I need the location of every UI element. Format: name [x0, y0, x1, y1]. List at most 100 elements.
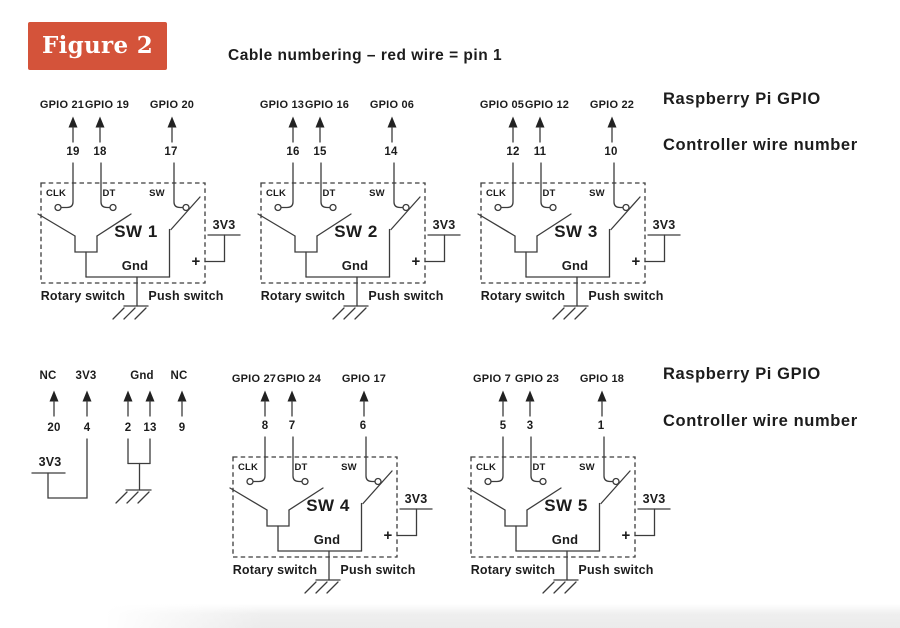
wire-number: 11	[534, 146, 547, 158]
circuit-lines	[477, 162, 681, 320]
wire-number: 13	[143, 422, 156, 434]
gpio-labels: GPIO 05 GPIO 12 GPIO 22	[480, 99, 634, 111]
up-arrow-icon	[260, 390, 270, 417]
up-arrow-icon	[387, 116, 397, 143]
aux-pin-group: NC 3V3 Gnd NC 20 4 2 13 9	[31, 370, 187, 504]
contact-circle	[539, 477, 547, 486]
gpio-labels: GPIO 13 GPIO 16 GPIO 06	[260, 99, 414, 111]
power-tap-label: 3V3	[643, 492, 666, 506]
up-arrow-icon	[359, 390, 369, 417]
block-labels: CLK DT SW SW 3 Gnd + 3V3 Rotary switch P…	[481, 188, 676, 303]
push-switch-label: Push switch	[368, 289, 443, 303]
wire-numbers: 8 7 6	[262, 420, 367, 432]
switch-lever	[37, 213, 76, 237]
switch-lever	[229, 487, 268, 511]
push-switch-label: Push switch	[588, 289, 663, 303]
plus-sign: +	[412, 253, 421, 270]
switch-name: SW 4	[306, 496, 350, 515]
switch-block: GPIO 27 GPIO 24 GPIO 17 8 7 6	[229, 373, 433, 594]
up-arrow-icon	[607, 116, 617, 143]
wire-number: 6	[360, 420, 367, 432]
switch-lever	[170, 196, 201, 231]
gpio-labels: GPIO 21 GPIO 19 GPIO 20	[40, 99, 194, 111]
switch-box-outline	[470, 456, 636, 558]
switch-lever	[257, 213, 296, 237]
contact-label: DT	[532, 462, 545, 473]
up-arrow-icon	[68, 116, 78, 143]
wire-number: 1	[598, 420, 605, 432]
up-arrow-icon	[177, 390, 187, 417]
gpio-label: GPIO 22	[590, 99, 634, 111]
gnd-label: Gnd	[314, 532, 341, 547]
gpio-label: GPIO 21	[40, 99, 84, 111]
wire-number: 12	[506, 146, 519, 158]
push-switch-label: Push switch	[148, 289, 223, 303]
block-labels: CLK DT SW SW 5 Gnd + 3V3 Rotary switch P…	[471, 462, 666, 577]
wire-number: 20	[47, 422, 60, 434]
gnd-label: Gnd	[122, 258, 149, 273]
wire-number: 7	[289, 420, 296, 432]
rotary-switch-label: Rotary switch	[41, 289, 126, 303]
contact-label: CLK	[476, 462, 496, 473]
power-tap-label: 3V3	[213, 218, 236, 232]
contact-label: DT	[322, 188, 335, 199]
wire-numbers: 20 4 2 13 9	[47, 422, 185, 434]
wire-numbers: 12 11 10	[506, 146, 617, 158]
gpio-label: GPIO 19	[85, 99, 129, 111]
switch-block: GPIO 7 GPIO 23 GPIO 18 5 3 1	[467, 373, 671, 594]
switch-block: GPIO 13 GPIO 16 GPIO 06 16 15 14	[257, 99, 461, 320]
up-arrow-icon	[535, 116, 545, 143]
pin-labels: NC 3V3 Gnd NC	[39, 370, 187, 382]
wire-number: 15	[313, 146, 327, 158]
switch-box-outline	[232, 456, 398, 558]
ground-icon	[552, 305, 589, 320]
wire-number: 5	[500, 420, 507, 432]
plus-sign: +	[192, 253, 201, 270]
contact-circle	[612, 477, 620, 486]
switch-lever	[610, 196, 641, 231]
up-arrow-icon	[525, 390, 535, 417]
rotary-switch-label: Rotary switch	[261, 289, 346, 303]
switch-name: SW 2	[334, 222, 378, 241]
ground-icon	[332, 305, 369, 320]
contact-circle	[246, 477, 254, 486]
switch-block: GPIO 05 GPIO 12 GPIO 22 12 11 10	[477, 99, 681, 320]
switch-lever	[467, 487, 506, 511]
gpio-label: GPIO 20	[150, 99, 194, 111]
legend-row1-wire: Controller wire number	[663, 136, 858, 154]
up-arrow-icon	[287, 390, 297, 417]
block-labels: CLK DT SW SW 2 Gnd + 3V3 Rotary switch P…	[261, 188, 456, 303]
up-arrow-icon	[145, 390, 155, 417]
gnd-label: Gnd	[562, 258, 589, 273]
circuit-lines	[257, 162, 461, 320]
contact-circle	[329, 203, 337, 212]
wire-number: 3	[527, 420, 534, 432]
wire-number: 2	[125, 422, 132, 434]
up-arrow-icon	[597, 390, 607, 417]
circuit-lines	[467, 436, 671, 594]
contact-circle	[182, 203, 190, 212]
wire-number: 4	[84, 422, 91, 434]
power-tap-label: 3V3	[653, 218, 676, 232]
switch-lever	[600, 470, 631, 505]
block-labels: CLK DT SW SW 1 Gnd + 3V3 Rotary switch P…	[41, 188, 236, 303]
gpio-label: GPIO 06	[370, 99, 414, 111]
legend-row2-gpio: Raspberry Pi GPIO	[663, 365, 821, 383]
wire-number: 19	[66, 146, 79, 158]
contact-circle	[484, 477, 492, 486]
contact-label: SW	[589, 188, 605, 199]
ground-icon	[115, 489, 152, 504]
up-arrow-icon	[123, 390, 133, 417]
contact-circle	[494, 203, 502, 212]
rotary-switch-label: Rotary switch	[471, 563, 556, 577]
up-arrow-icon	[49, 390, 59, 417]
up-arrow-icon	[288, 116, 298, 143]
gpio-label: GPIO 23	[515, 373, 559, 385]
gpio-label: GPIO 16	[305, 99, 349, 111]
figure-badge: Figure 2	[28, 22, 167, 70]
gnd-label: Gnd	[552, 532, 579, 547]
wire-number: 8	[262, 420, 269, 432]
switch-lever	[536, 213, 572, 237]
contact-circle	[301, 477, 309, 486]
